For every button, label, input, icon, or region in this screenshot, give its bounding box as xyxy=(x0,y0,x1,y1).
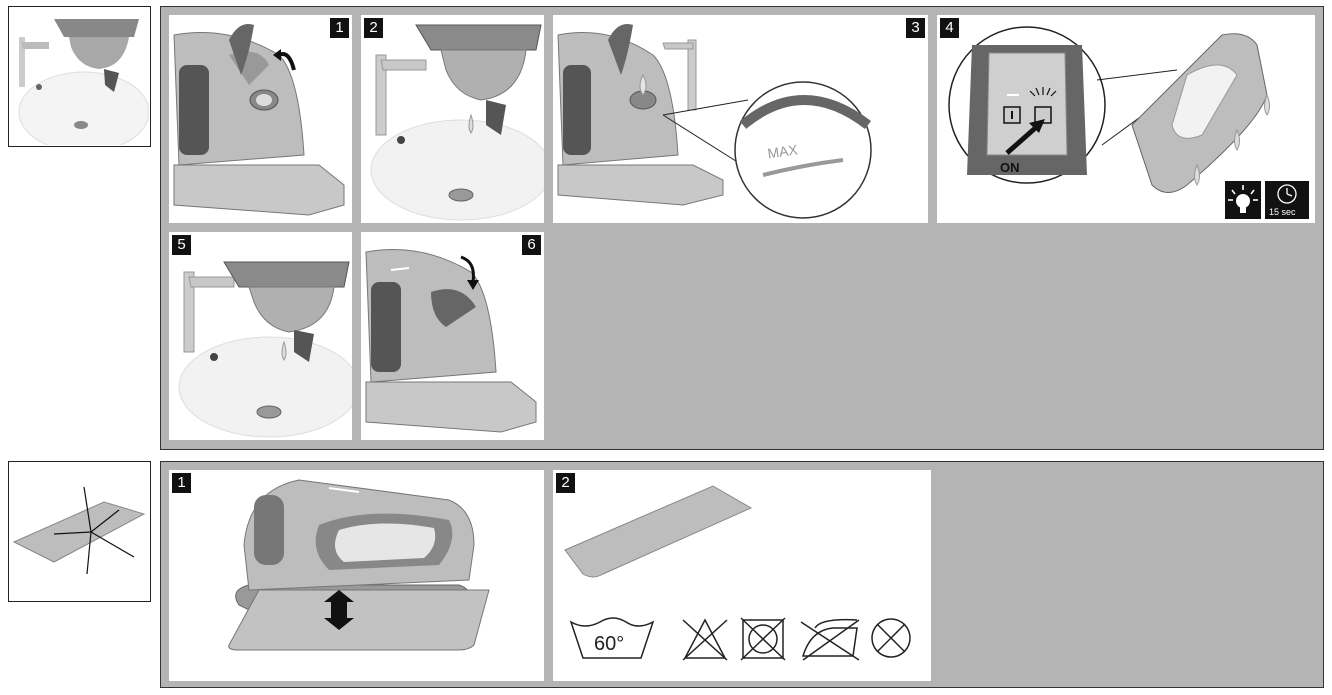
step-number-badge: 6 xyxy=(522,235,541,255)
wash-temperature: 60° xyxy=(594,633,624,655)
fill-level-detail-illustration: MAX xyxy=(557,24,872,219)
step-6-close-lid: 6 xyxy=(361,232,544,440)
no-bleach-icon xyxy=(682,618,728,661)
open-tank-lid-illustration xyxy=(173,24,345,216)
step-2-wash-instructions: 60° 2 xyxy=(553,470,931,681)
on-label: ON xyxy=(1000,160,1020,175)
close-tank-lid-illustration xyxy=(365,249,537,433)
svg-text:MAX: MAX xyxy=(766,141,799,161)
step-number-badge: 4 xyxy=(940,18,959,38)
no-tumble-dry-icon xyxy=(740,617,786,661)
wash-60-icon: 60° xyxy=(569,617,655,659)
timer-badge: 15 sec xyxy=(1265,181,1309,219)
step-3-fill-level-detail: MAX 3 xyxy=(553,15,928,223)
step-number-badge: 2 xyxy=(364,18,383,38)
section2-thumbnail xyxy=(8,461,151,602)
no-dry-clean-icon xyxy=(871,618,911,658)
step-1-open-water-lid: 1 xyxy=(169,15,352,223)
care-symbols-illustration: 60° xyxy=(564,485,911,661)
section1-steps-panel: 1 2 xyxy=(160,6,1324,450)
step-number-badge: 3 xyxy=(906,18,925,38)
step-2-fill-at-tap: 2 xyxy=(361,15,544,223)
step-1-remove-pad: 1 xyxy=(169,470,544,681)
step-4-switch-on: ON 4 15 sec xyxy=(937,15,1315,223)
tank-at-tap-illustration xyxy=(178,261,352,438)
step-5-fill-at-tap: 5 xyxy=(169,232,352,440)
section1-thumbnail xyxy=(8,6,151,147)
switch-on-illustration: ON xyxy=(948,26,1270,193)
timer-label: 15 sec xyxy=(1269,207,1296,217)
fill-tank-at-tap-illustration xyxy=(370,24,544,221)
clock-icon: 15 sec xyxy=(1269,184,1297,217)
step-number-badge: 1 xyxy=(172,473,191,493)
sink-cleaning-thumbnail-illustration xyxy=(18,19,149,145)
light-on-icon xyxy=(1225,181,1261,219)
step-number-badge: 1 xyxy=(330,18,349,38)
remove-cleaning-pad-illustration xyxy=(228,479,490,651)
no-ironing-icon xyxy=(800,618,860,661)
pad-cleaning-thumbnail-illustration xyxy=(12,486,146,575)
step-number-badge: 2 xyxy=(556,473,575,493)
step-number-badge: 5 xyxy=(172,235,191,255)
section2-steps-panel: 1 60° xyxy=(160,461,1324,688)
